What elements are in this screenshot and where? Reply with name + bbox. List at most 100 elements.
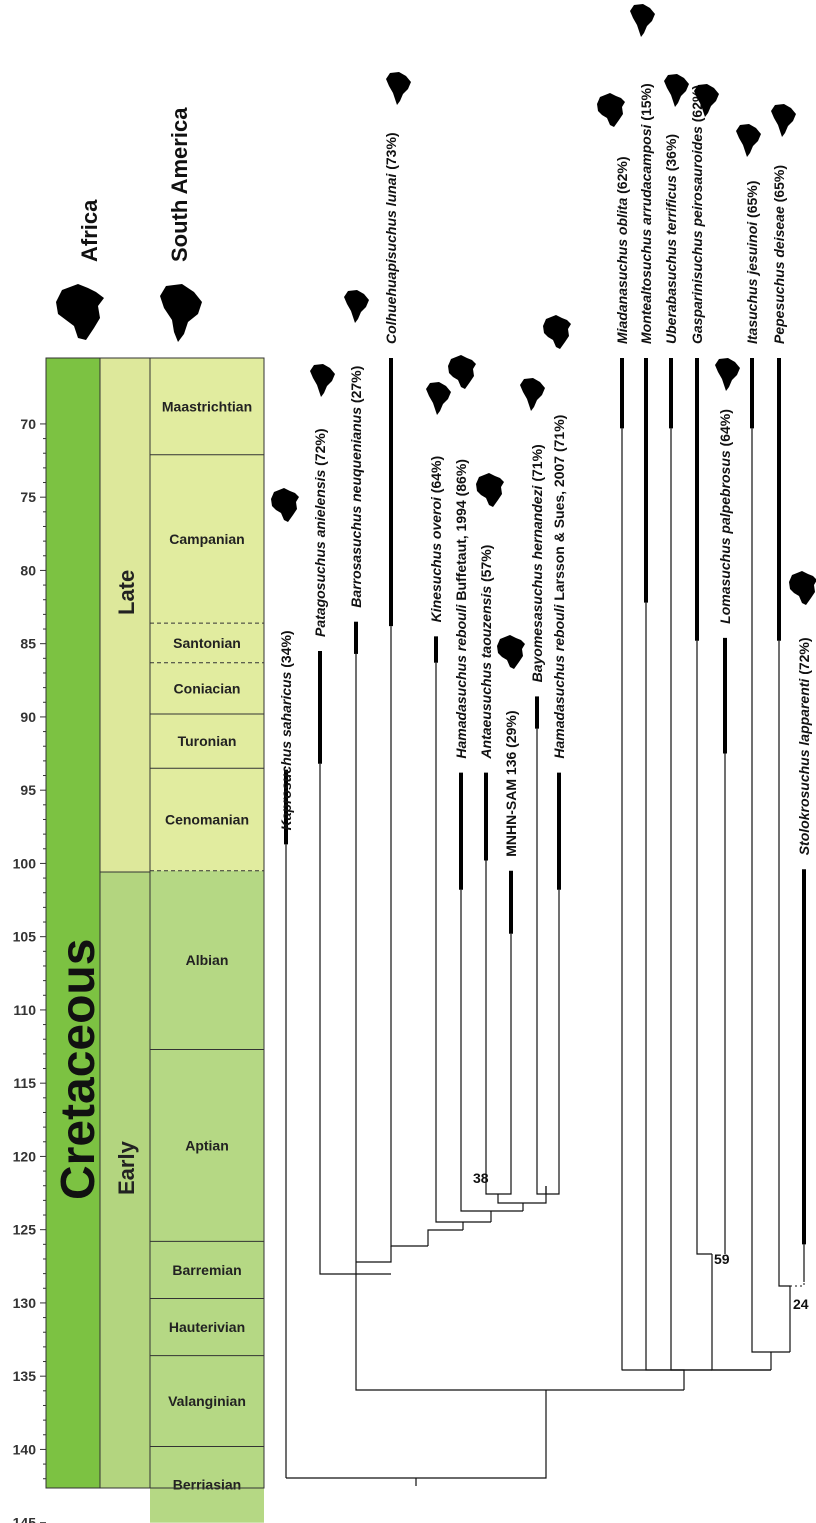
taxon-label: Gasparinisuchus peirosauroides (62%) [689,85,705,344]
node-support-label: 59 [714,1251,730,1267]
tree-branch-dotted [790,1266,805,1287]
axis-tick-label: 135 [13,1368,37,1384]
taxon-support: (64%) [717,409,733,446]
south-america-map-icon [426,382,451,415]
tree-branch [751,428,790,1353]
stage-label: Campanian [169,531,244,547]
taxon-support: (64%) [428,456,444,493]
tree-branch [435,662,491,1223]
tree-branch [460,889,523,1212]
taxon-label: Uberabasuchus terrificus (36%) [663,134,679,344]
axis-tick-label: 125 [13,1222,37,1238]
taxon-name: Kaprosuchus saharicus [278,668,294,831]
south-america-map-icon [344,290,369,323]
axis-tick-label: 85 [20,636,36,652]
stage-block [150,1446,264,1523]
taxon-label: Bayomesasuchus hernandezi (71%) [529,444,545,682]
taxon-label: Stolokrosuchus lapparenti (72%) [796,637,812,855]
period-label: Cretaceous [52,939,105,1200]
period-block [45,357,101,1489]
south-america-map-icon [630,4,655,37]
axis-tick-label: 80 [20,562,36,578]
taxon-name: Barrosasuchus neuquenianus [348,403,364,608]
south-america-label: South America [167,107,192,262]
tree-branch-dotted [621,428,640,1371]
axis-tick-label: 90 [20,709,36,725]
stage-block [150,1355,264,1447]
south-america-map-icon [694,84,719,117]
taxon-support: (15%) [638,83,654,120]
south-america-map-icon [715,358,740,391]
south-america-map-icon [520,378,545,411]
taxon-support: Larsson & Sues, 2007 (71%) [551,415,567,601]
taxon-label: Kaprosuchus saharicus (34%) [278,630,294,830]
axis-tick-label: 110 [13,1002,36,1018]
tree-branch [286,1390,547,1479]
stage-block [150,1241,264,1299]
taxon-label: Barrosasuchus neuquenianus (27%) [348,366,364,608]
south-america-silhouette-icon [160,284,202,342]
south-america-map-icon [310,364,335,397]
axis-tick-label: 120 [13,1148,37,1164]
axis-tick-label: 130 [13,1295,37,1311]
africa-silhouette-icon [56,284,104,340]
stage-block [150,662,264,714]
tree-branch [390,626,428,1247]
node-support-label: 24 [793,1296,809,1312]
stage-block [150,1049,264,1242]
epoch-late-block [99,357,151,873]
taxon-support: (65%) [771,165,787,202]
africa-map-icon [476,473,504,507]
stage-label: Coniacian [174,680,241,696]
taxon-label: Antaeusuchus taouzensis (57%) [478,545,494,760]
taxon-support: (73%) [383,132,399,169]
tree-branch [645,602,685,1390]
taxon-name: Itasuchus jesuinoi [744,218,760,344]
taxon-support: (57%) [478,545,494,582]
stage-block [150,713,264,769]
column-header-south-america: South America [160,107,202,342]
south-america-map-icon [736,124,761,157]
taxon-label: MNHN-SAM 136 (29%) [503,711,519,857]
taxon-support: (65%) [744,181,760,218]
taxon-name: Lomasuchus palpebrosus [717,446,733,623]
axis-tick-label: 140 [13,1441,37,1457]
axis-tick-label: 105 [13,929,37,945]
africa-map-icon [597,93,625,127]
axis-tick-label: 100 [13,855,37,871]
taxon-label: Lomasuchus palpebrosus (64%) [717,409,733,624]
taxon-name: Pepesuchus deiseae [771,202,787,344]
taxon-support: (72%) [312,428,328,465]
south-america-map-icon [386,72,411,105]
taxon-name: Montealtosuchus arrudacamposi [638,121,654,344]
taxon-name: Patagosuchus anielensis [312,466,328,637]
taxon-name: Stolokrosuchus lapparenti [796,675,812,855]
taxon-label: Itasuchus jesuinoi (65%) [744,181,760,344]
tree-branch [536,728,560,1195]
stage-column-frame [149,357,265,1489]
taxon-label: Hamadasuchus rebouli Larsson & Sues, 200… [551,415,567,759]
south-america-map-icon [771,104,796,137]
stage-block [150,358,264,455]
stage-block [150,623,264,663]
taxon-label: Montealtosuchus arrudacamposi (15%) [638,83,654,344]
taxon-support: (36%) [663,134,679,171]
africa-label: Africa [77,199,102,262]
taxon-label: Hamadasuchus rebouli Buffetaut, 1994 (86… [453,459,469,759]
taxon-name: Kinesuchus overoi [428,493,444,622]
taxon-support: MNHN-SAM 136 (29%) [503,711,519,857]
stage-block [150,870,264,1050]
africa-map-icon [448,355,476,389]
stage-label: Turonian [178,733,237,749]
tree-branch [778,640,791,1352]
taxon-name: Hamadasuchus rebouli [453,601,469,759]
tree-branch [485,860,512,1195]
stage-label: Aptian [185,1137,229,1153]
axis-tick-label: 115 [13,1075,36,1091]
stage-label: Barremian [172,1262,241,1278]
taxon-support: (72%) [796,637,812,674]
taxon-label: Pepesuchus deiseae (65%) [771,165,787,344]
stage-label: Valanginian [168,1393,246,1409]
stage-block [150,454,264,624]
africa-map-icon [789,571,816,605]
